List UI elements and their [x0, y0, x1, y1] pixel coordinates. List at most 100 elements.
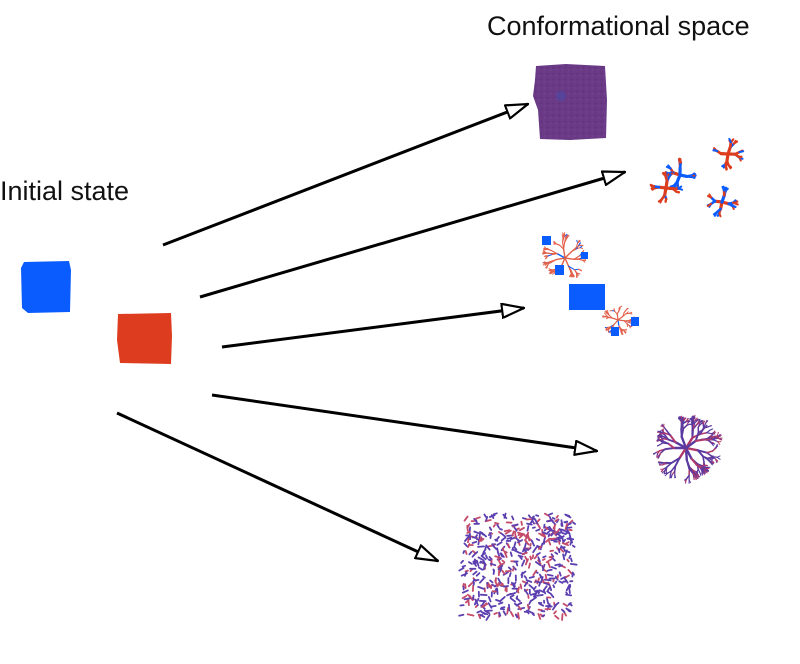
particle	[550, 532, 554, 537]
particle	[494, 522, 500, 525]
particle	[502, 610, 507, 616]
particle	[494, 536, 500, 542]
particle	[535, 538, 541, 542]
particle	[477, 586, 485, 590]
particle	[503, 512, 507, 519]
particle	[547, 512, 554, 516]
particle	[545, 558, 553, 564]
particle	[481, 611, 487, 615]
particle	[551, 556, 556, 562]
particle	[572, 544, 576, 548]
particle	[504, 529, 512, 535]
particle	[511, 530, 515, 537]
particle	[489, 579, 494, 584]
particle	[535, 528, 541, 532]
particle	[517, 539, 523, 544]
particle	[526, 604, 530, 610]
particle	[472, 570, 478, 576]
particle	[567, 602, 572, 606]
particle	[491, 583, 495, 587]
particle	[543, 578, 552, 582]
particle	[483, 609, 491, 615]
particle	[542, 589, 547, 595]
particle	[467, 581, 474, 588]
particle	[482, 602, 488, 608]
particle	[563, 549, 571, 554]
initial-red-square	[117, 313, 172, 364]
particle	[525, 579, 533, 583]
particle	[517, 612, 520, 620]
particle	[498, 567, 503, 573]
particle	[513, 546, 518, 551]
particle	[499, 562, 505, 566]
particle	[546, 597, 550, 605]
particle	[549, 592, 555, 599]
particle	[546, 586, 551, 592]
particle	[467, 543, 471, 548]
particle	[528, 610, 535, 615]
particle	[507, 603, 511, 612]
particle	[488, 526, 493, 531]
particle	[500, 532, 506, 538]
particle	[481, 552, 487, 557]
particle	[514, 613, 519, 619]
particle	[555, 515, 559, 519]
particle	[550, 538, 558, 542]
particle	[504, 585, 507, 592]
particle	[500, 536, 507, 542]
particle	[522, 546, 526, 553]
particle	[547, 561, 551, 569]
particle	[494, 555, 502, 559]
small-dendrites-state	[649, 137, 745, 218]
particle	[460, 572, 468, 577]
particle	[536, 594, 544, 597]
particle	[509, 551, 513, 557]
particle	[533, 517, 539, 525]
particle	[512, 549, 520, 554]
particle	[550, 529, 555, 532]
particle	[480, 531, 488, 538]
particle	[487, 558, 492, 562]
particle	[544, 573, 548, 580]
red-dendrite-with-blue-blocks-state	[542, 232, 639, 336]
particle	[554, 551, 559, 555]
particle	[564, 513, 570, 517]
particle	[458, 613, 465, 617]
particle	[515, 561, 519, 567]
particle	[557, 533, 563, 539]
particle	[473, 530, 480, 535]
particle	[475, 572, 481, 577]
particle	[503, 529, 511, 532]
particle	[471, 553, 476, 558]
particle	[544, 512, 550, 517]
particle	[499, 608, 506, 611]
particle	[537, 613, 542, 620]
particle	[461, 589, 469, 594]
arrow-to-purple-square	[162, 102, 528, 247]
particle	[524, 539, 530, 546]
particle	[552, 584, 556, 589]
particle	[498, 611, 502, 617]
particle	[545, 539, 549, 543]
particle	[515, 601, 523, 607]
particle	[558, 564, 563, 568]
particle	[501, 559, 506, 564]
particle	[561, 542, 569, 547]
particle	[557, 536, 562, 542]
particle	[547, 533, 551, 538]
particle	[521, 571, 524, 579]
particle	[512, 582, 516, 587]
particle	[540, 576, 544, 584]
particle	[497, 577, 502, 584]
particle	[481, 575, 486, 579]
particle	[512, 567, 515, 572]
particle	[558, 571, 562, 577]
particle	[466, 524, 469, 532]
blue-block	[542, 236, 551, 245]
particle	[466, 530, 471, 534]
particle	[491, 544, 498, 550]
particle	[508, 572, 512, 578]
particle	[532, 546, 538, 554]
particle	[540, 534, 546, 538]
particle	[467, 561, 473, 565]
